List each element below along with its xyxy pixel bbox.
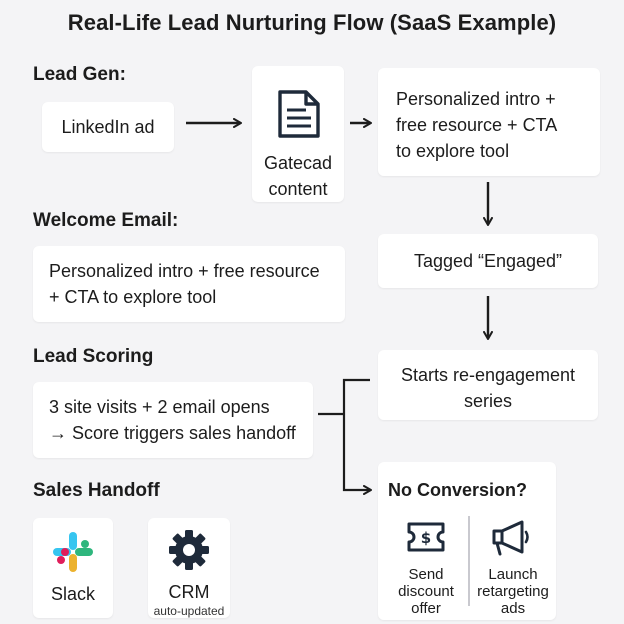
gated-content-line2: content	[268, 179, 328, 199]
slack-icon	[53, 532, 93, 572]
connector-bracket	[342, 378, 372, 495]
lead-scoring-card: 3 site visits + 2 email opens → Score tr…	[33, 382, 313, 458]
lead-scoring-line1: 3 site visits + 2 email opens	[49, 397, 270, 417]
tagged-engaged-label: Tagged “Engaged”	[413, 251, 563, 271]
svg-text:$: $	[421, 529, 431, 547]
discount-line3: offer	[411, 600, 441, 617]
personalized-email-line2: free resource + CTA	[396, 115, 558, 135]
discount-offer-label: Send discount offer	[384, 566, 468, 617]
personalized-email-line1: Personalized intro +	[396, 89, 556, 109]
lead-scoring-line2: → Score triggers sales handoff	[49, 423, 296, 443]
crm-label: CRM	[168, 582, 210, 602]
crm-sublabel: auto-updated	[153, 604, 225, 618]
gear-icon	[169, 530, 209, 570]
personalized-email-card: Personalized intro + free resource + CTA…	[378, 68, 600, 176]
no-conversion-label: No Conversion?	[388, 480, 528, 500]
retargeting-ads-label: Launch retargeting ads	[470, 566, 556, 617]
discount-line2: discount	[398, 583, 454, 600]
welcome-email-line1: Personalized intro + free resource	[49, 261, 320, 281]
linkedin-ad-label: LinkedIn ad	[61, 117, 155, 137]
gated-content-label: Gatecad content	[252, 150, 344, 202]
document-icon	[278, 90, 320, 138]
ticket-icon: $	[407, 522, 445, 552]
retarget-line2: retargeting	[477, 583, 549, 600]
reengagement-line1: Starts re-engagement	[400, 365, 576, 385]
section-sales-handoff: Sales Handoff	[33, 480, 160, 501]
option-divider	[468, 516, 470, 606]
section-lead-scoring: Lead Scoring	[33, 346, 154, 367]
retarget-line3: ads	[500, 600, 526, 617]
section-welcome-email: Welcome Email:	[33, 210, 179, 231]
gated-content-card: Gatecad content	[252, 66, 344, 202]
discount-line1: Send	[408, 566, 444, 583]
tagged-engaged-card: Tagged “Engaged”	[378, 234, 598, 288]
crm-card: CRM auto-updated	[148, 518, 230, 618]
retarget-line1: Launch	[488, 566, 538, 583]
section-lead-gen: Lead Gen:	[33, 64, 126, 85]
diagram-title: Real-Life Lead Nurturing Flow (SaaS Exam…	[67, 10, 557, 35]
personalized-email-line3: to explore tool	[396, 141, 510, 161]
reengagement-card: Starts re-engagement series	[378, 350, 598, 420]
no-conversion-card: No Conversion? $ Send discount offer Lau…	[378, 462, 556, 620]
welcome-email-line2: + CTA to explore tool	[49, 287, 217, 307]
slack-card: Slack	[33, 518, 113, 618]
welcome-email-card: Personalized intro + free resource + CTA…	[33, 246, 345, 322]
linkedin-ad-card: LinkedIn ad	[42, 102, 174, 152]
reengagement-line2: series	[463, 391, 512, 411]
gated-content-line1: Gatecad	[263, 153, 333, 173]
slack-label: Slack	[50, 584, 95, 604]
megaphone-icon	[492, 520, 529, 556]
